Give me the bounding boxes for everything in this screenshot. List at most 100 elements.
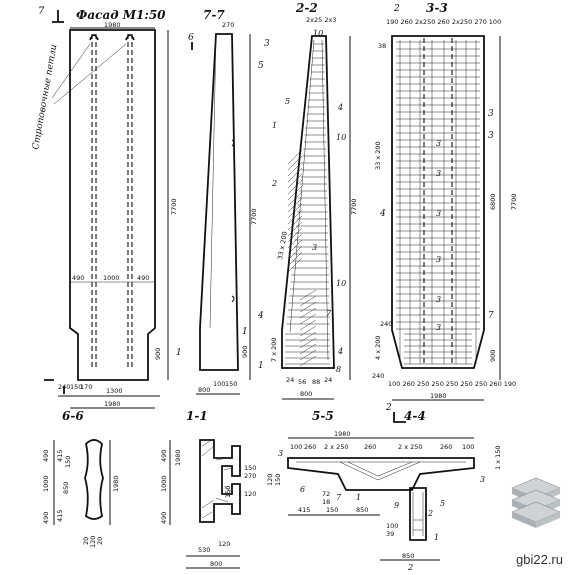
s22-callout-8: 10	[336, 279, 346, 288]
s66-dim-1: 490	[42, 450, 50, 462]
s22-mark-4: 4	[257, 311, 264, 321]
hatch-line	[287, 173, 303, 189]
s11-bot-3: 800	[210, 560, 222, 568]
section-6-6: 6-6 490 150 415 1000 850 1980 415 490 20…	[42, 409, 120, 548]
s44-callout-2: 2	[427, 509, 433, 518]
s33-rebar-grid	[396, 38, 480, 365]
hatch-line	[299, 355, 317, 367]
s33-side-num-2: 240	[380, 320, 392, 328]
hatch-line	[287, 167, 303, 183]
s22-hatching	[287, 149, 317, 367]
s11-hatching	[201, 439, 233, 519]
s55-callout-2: 3	[480, 475, 485, 484]
s33-callout-1: 3	[488, 109, 494, 119]
s55-small-1: 72	[322, 490, 330, 498]
s55-callout-5: 1	[356, 493, 361, 502]
s55-width: 1980	[334, 430, 351, 438]
s22-callout-6: 2	[271, 179, 277, 188]
hatch-line	[299, 289, 317, 301]
s77-title: 7-7	[203, 8, 225, 22]
hatch-line	[299, 337, 317, 349]
s77-inner-face	[209, 33, 217, 329]
hatch-line	[287, 221, 303, 237]
s11-dim-5: 150	[224, 486, 232, 498]
s22-pitch-bot: 7 х 200	[270, 337, 278, 362]
s77-mark-right: 1	[242, 327, 248, 337]
s11-dim-2: 1980	[174, 449, 182, 466]
s22-callout-1: 10	[313, 29, 323, 38]
s55-top-1: 100	[290, 443, 302, 451]
facade-base-width: 1980	[104, 400, 121, 408]
facade-outline	[69, 29, 156, 381]
s77-base-height: 900	[241, 346, 249, 358]
s44-dim-2: 2	[407, 563, 413, 572]
hatch-line	[287, 191, 303, 207]
s22-longitudinal-bars	[289, 39, 329, 361]
s33-callout-9: 3	[436, 295, 441, 304]
section-4-4: 4-4 2 9 5 2 1 100 39 850 2	[380, 403, 445, 572]
s33-bottom-dims: 100 260 250 250 250 250 250 260 190	[388, 380, 516, 388]
s66-bot-2: 120	[89, 536, 97, 548]
facade-section-arrow	[52, 10, 64, 23]
s33-callout-8: 3	[436, 255, 441, 264]
s44-dim-100: 100	[386, 522, 398, 530]
s55-side-2: 150	[274, 474, 282, 486]
hatch-line	[299, 343, 317, 355]
s55-top-3: 2 х 250	[324, 443, 349, 451]
s33-side-num-3: 38	[378, 42, 386, 50]
s33-callout-10: 3	[436, 323, 441, 332]
s22-mark-1: 1	[258, 361, 264, 371]
s11-dim-7: 150	[244, 464, 256, 472]
hatch-line	[299, 325, 317, 337]
facade-dim-left: 490	[72, 274, 84, 282]
hatch-line	[287, 155, 303, 171]
s55-right-note: 1 х 150	[494, 445, 502, 470]
lifting-loop-right	[125, 34, 135, 41]
s33-callout-7: 3	[436, 209, 441, 218]
s22-callout-5: 10	[336, 133, 346, 142]
facade-foot-dim-2: 150	[70, 383, 82, 391]
site-watermark[interactable]: gbi22.ru	[516, 552, 563, 567]
section-1-1: 1-1 490 1980 1000 490 150 270 150 120 53…	[160, 409, 256, 569]
s44-mark: 2	[385, 403, 392, 413]
s33-callout-4: 7	[488, 311, 494, 321]
s66-dim-7: 415	[56, 510, 64, 522]
s11-bot-2: 120	[218, 540, 230, 548]
s77-mark-left: 1	[176, 348, 182, 358]
s33-height-upper: 6800	[489, 193, 497, 210]
s11-profile	[199, 439, 241, 523]
s77-embedded-loops	[231, 139, 235, 303]
s66-dim-4: 1000	[42, 475, 50, 492]
s22-bot-dim-4: 24	[324, 376, 332, 384]
facade-base-height: 900	[154, 348, 162, 360]
s22-callout-7: 3	[312, 243, 317, 252]
s11-dim-4: 490	[160, 512, 168, 524]
hatch-line	[287, 227, 303, 243]
s22-title: 2-2	[295, 1, 318, 15]
s55-bot-2: 150	[326, 506, 338, 514]
s33-title: 3-3	[426, 1, 448, 15]
s66-profile	[84, 439, 104, 520]
s44-title: 4-4	[404, 409, 426, 423]
s66-dim-5: 850	[62, 482, 70, 494]
s33-top-dims: 190 260 2х250 260 2х250 270 100	[386, 18, 501, 26]
s33-outline	[391, 35, 485, 369]
s22-callout-10: 4	[337, 347, 343, 356]
facade-height: 7700	[170, 198, 178, 215]
hatch-line	[299, 295, 317, 307]
facade-dim-right: 490	[137, 274, 149, 282]
lifting-loop-left	[89, 34, 99, 41]
s77-mark-top: 6	[188, 33, 194, 43]
s22-outline	[281, 35, 335, 369]
hatch-line	[287, 149, 303, 165]
s66-title: 6-6	[62, 409, 84, 423]
s22-bot-dim-1: 24	[286, 376, 294, 384]
s22-callout-4: 1	[272, 121, 277, 130]
s55-callout-1: 3	[278, 449, 283, 458]
s22-bot-dim-3: 88	[312, 378, 320, 386]
s77-height: 7700	[250, 208, 258, 225]
s11-dim-6: 270	[244, 472, 256, 480]
s55-top-2: 260	[304, 443, 316, 451]
s44-stirrups	[412, 492, 424, 536]
